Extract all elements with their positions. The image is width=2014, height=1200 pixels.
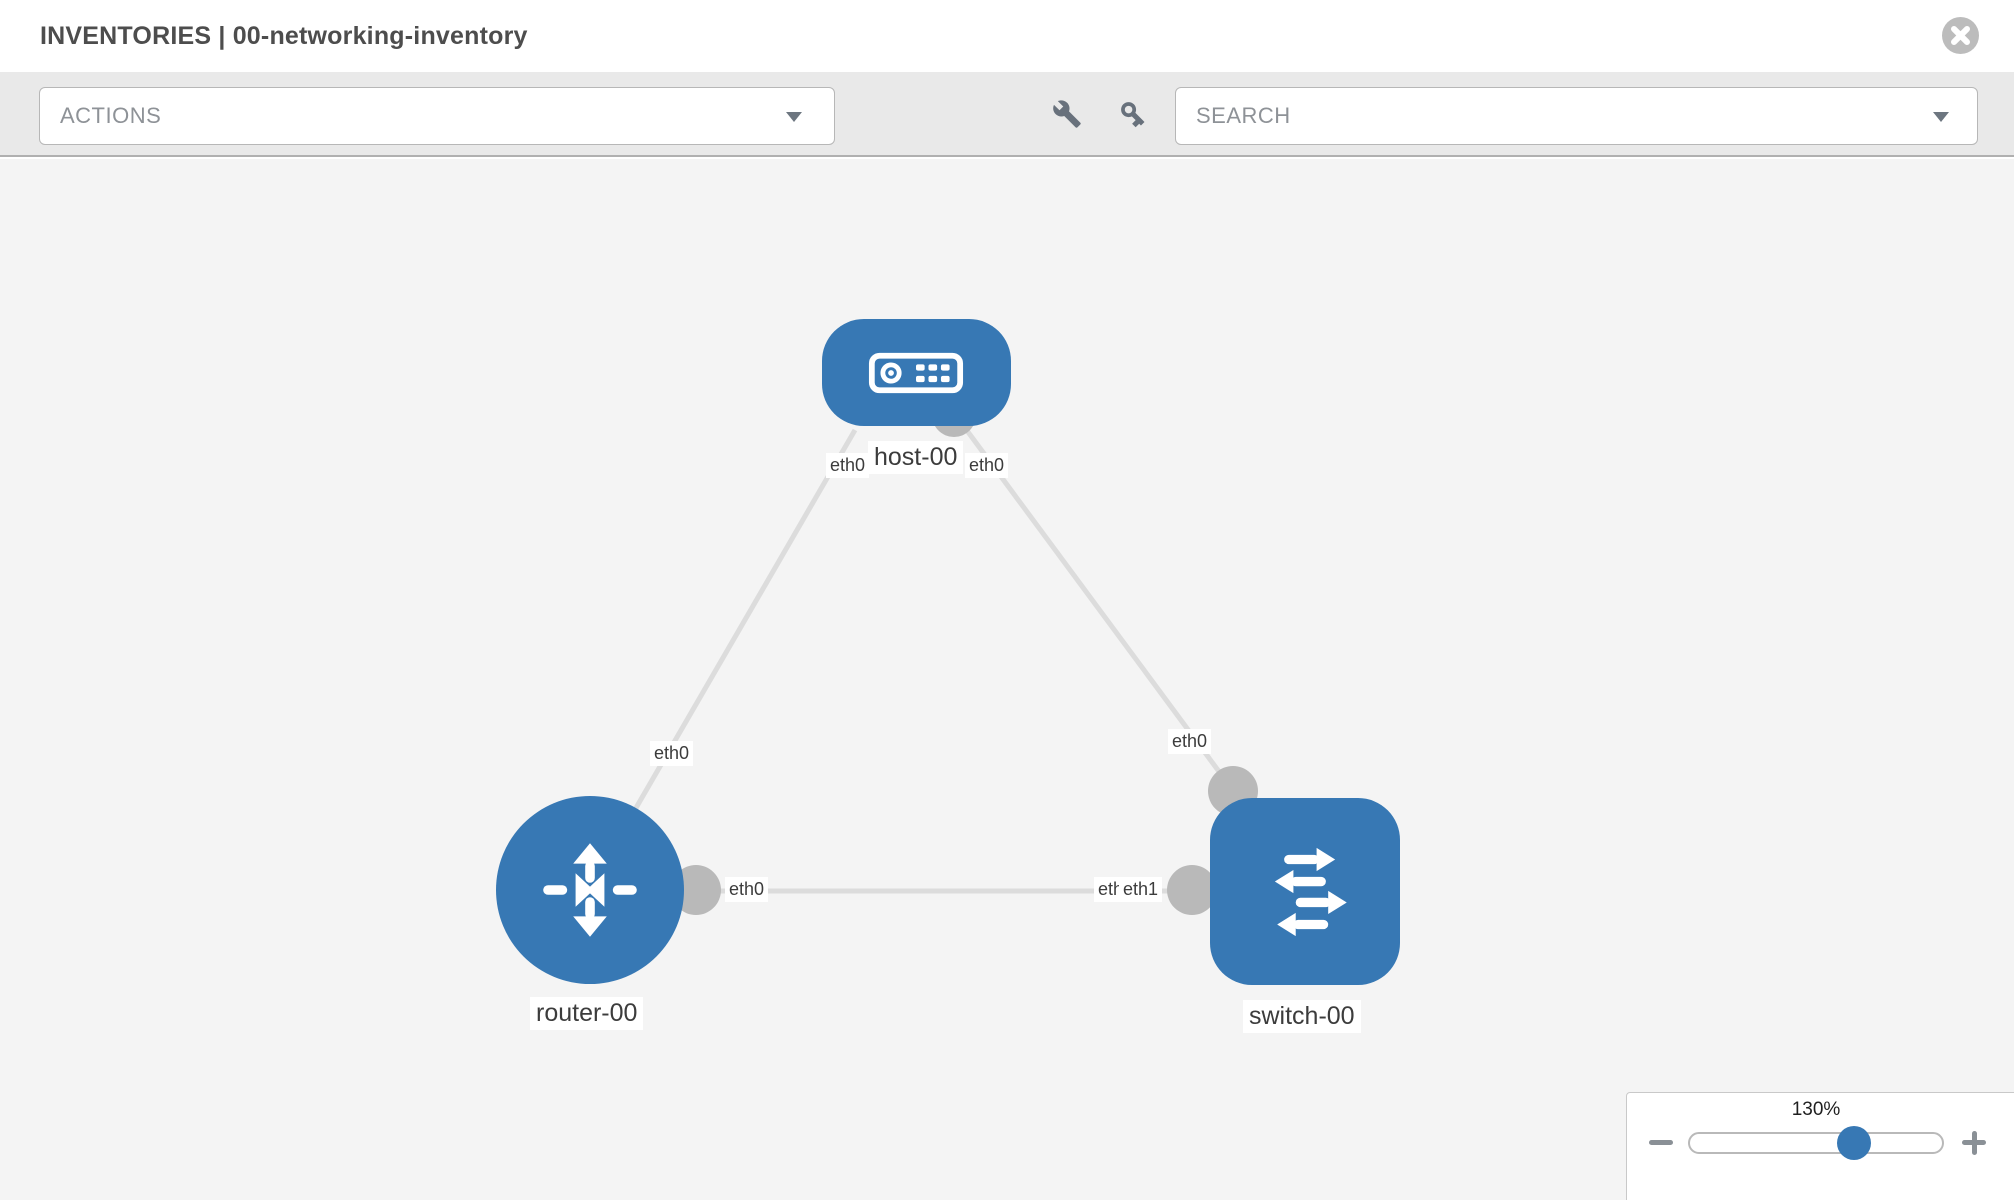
close-button[interactable] [1942,17,1979,54]
search-box [1175,87,1978,145]
actions-dropdown-label: ACTIONS [60,103,162,128]
page-title: INVENTORIES | 00-networking-inventory [40,22,528,50]
switch-icon-node[interactable] [1210,798,1400,985]
interface-label: eth0 [965,453,1009,478]
zoom-slider-track[interactable] [1688,1132,1944,1154]
chevron-down-icon[interactable] [1933,112,1949,122]
interface-label: eth0 [1168,729,1212,754]
zoom-level-label: 130% [1791,1099,1841,1120]
interface-label: eth0 [725,877,769,902]
wrench-icon[interactable] [1052,99,1082,129]
header: INVENTORIES | 00-networking-inventory [0,0,2014,72]
node-router-00[interactable] [496,796,684,984]
interface-label: eth1 [1119,877,1163,902]
node-label-host: host-00 [868,441,964,474]
key-icon[interactable] [1118,99,1148,129]
zoom-in-button[interactable] [1961,1129,1987,1155]
node-host-00[interactable] [822,319,1011,426]
topology-canvas[interactable]: host-00 router-00 switch-00 eth0 eth0 et… [0,159,2014,1200]
zoom-out-button[interactable] [1648,1129,1674,1155]
zoom-slider-handle[interactable] [1837,1126,1871,1160]
interface-dot-switch-left [1167,865,1217,915]
node-label-switch: switch-00 [1243,1000,1361,1033]
interface-dot-router-right [671,865,721,915]
chevron-down-icon[interactable] [786,112,802,122]
actions-dropdown[interactable]: ACTIONS [39,87,835,145]
interface-label: eth0 [650,741,694,766]
zoom-control-panel: 130% [1626,1092,2014,1200]
node-label-router: router-00 [530,997,644,1030]
search-input[interactable] [1176,88,1977,144]
topology-links-layer [597,393,1258,915]
interface-label: eth0 [826,453,870,478]
link-host-router [597,428,858,872]
toolbar: ACTIONS [0,72,2014,157]
